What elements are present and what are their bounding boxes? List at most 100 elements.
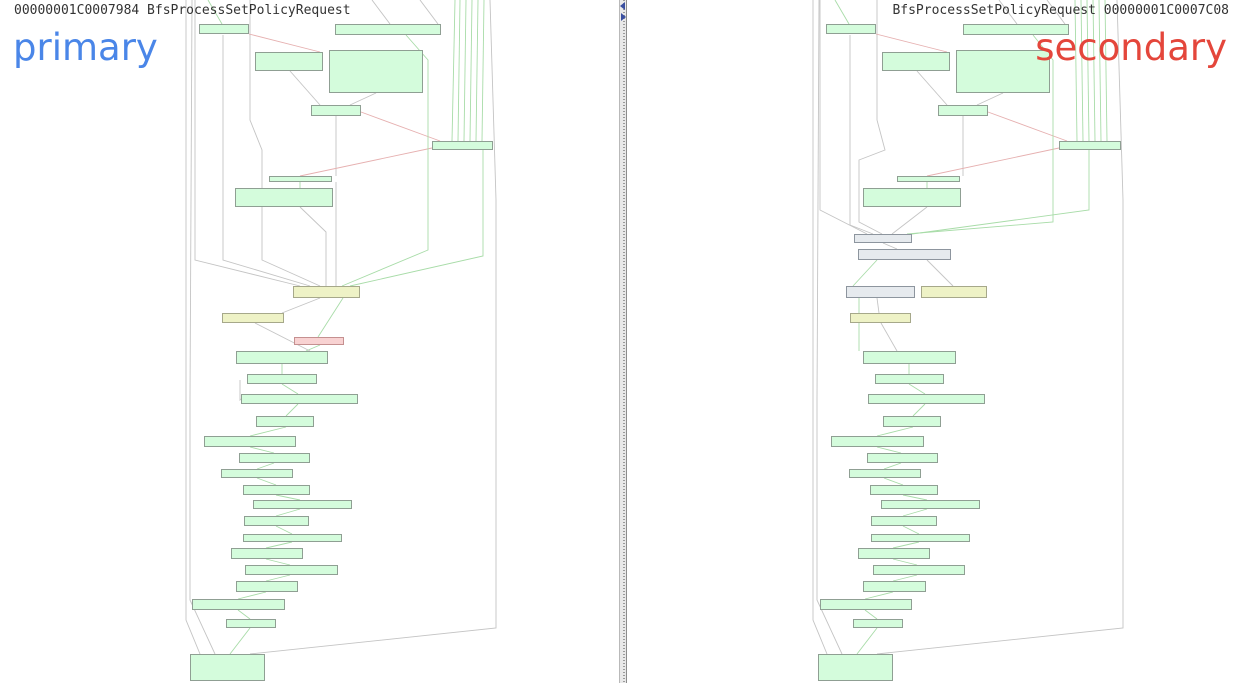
graph-edge [852, 259, 878, 287]
graph-edge [285, 403, 299, 417]
graph-node-block[interactable] [849, 469, 921, 478]
graph-node-block[interactable] [956, 50, 1050, 93]
graph-node-block[interactable] [236, 581, 298, 592]
graph-node-block[interactable] [1059, 141, 1121, 150]
graph-edge [248, 33, 321, 53]
secondary-label: secondary [1035, 26, 1227, 69]
graph-node-block[interactable] [897, 176, 960, 182]
graph-edge [254, 322, 311, 352]
graph-edge [275, 508, 301, 517]
graph-edge [902, 508, 928, 517]
graph-edge [371, 0, 391, 25]
graph-edge [892, 558, 918, 566]
graph-node-block[interactable] [293, 286, 360, 298]
graph-edge [902, 525, 920, 535]
graph-edge [1074, 0, 1078, 142]
graph-node-block[interactable] [963, 24, 1069, 35]
graph-edge [281, 383, 299, 395]
graph-edge [883, 477, 904, 486]
graph-edge [864, 591, 894, 600]
graph-edge [222, 35, 311, 287]
graph-edge [289, 70, 321, 106]
graph-node-block[interactable] [199, 24, 249, 34]
graph-edge [1086, 0, 1090, 142]
graph-edge [349, 92, 377, 106]
graph-edge [875, 33, 948, 53]
graph-node-block[interactable] [870, 485, 938, 495]
graph-node-block[interactable] [245, 565, 338, 575]
graph-node-block[interactable] [269, 176, 332, 182]
graph-node-block[interactable] [311, 105, 361, 116]
graph-node-block[interactable] [221, 469, 293, 478]
graph-edge [249, 426, 287, 437]
graph-node-block[interactable] [871, 534, 970, 542]
graph-node-block[interactable] [871, 516, 937, 526]
graph-node-block[interactable] [831, 436, 924, 447]
graph-node-block[interactable] [921, 286, 987, 298]
graph-node-block[interactable] [226, 619, 276, 628]
graph-node-block[interactable] [329, 50, 423, 93]
graph-edge [916, 70, 948, 106]
graph-edge [265, 574, 291, 582]
graph-node-block[interactable] [820, 599, 912, 610]
graph-node-block[interactable] [222, 313, 284, 323]
graph-edge [912, 403, 926, 417]
graph-edge [1046, 0, 1066, 25]
primary-edges [185, 0, 497, 655]
graph-node-block[interactable] [863, 351, 956, 364]
graph-node-block[interactable] [192, 599, 285, 610]
graph-node-block[interactable] [294, 337, 344, 345]
pane-splitter[interactable] [619, 0, 627, 683]
graph-node-block[interactable] [873, 565, 965, 575]
graph-edge [858, 0, 886, 235]
graph-node-block[interactable] [883, 416, 941, 427]
graph-node-block[interactable] [850, 313, 911, 323]
graph-node-block[interactable] [826, 24, 876, 34]
graph-node-block[interactable] [867, 453, 938, 463]
graph-node-block[interactable] [858, 249, 951, 260]
graph-edge [876, 446, 902, 454]
graph-node-block[interactable] [818, 654, 893, 681]
graph-edge [876, 426, 914, 437]
graph-node-block[interactable] [432, 141, 493, 150]
graph-node-block[interactable] [244, 516, 309, 526]
graph-node-block[interactable] [241, 394, 358, 404]
triangle-left-icon[interactable] [620, 2, 625, 10]
graph-node-block[interactable] [881, 500, 980, 509]
graph-node-block[interactable] [858, 548, 930, 559]
primary-graph-pane[interactable]: 00000001C0007984 BfsProcessSetPolicyRequ… [0, 0, 619, 683]
graph-node-block[interactable] [243, 485, 310, 495]
graph-node-block[interactable] [863, 188, 961, 207]
graph-node-block[interactable] [335, 24, 441, 35]
secondary-function-header: BfsProcessSetPolicyRequest 00000001C0007… [892, 3, 1229, 18]
graph-node-block[interactable] [253, 500, 352, 509]
graph-node-block[interactable] [863, 581, 926, 592]
graph-edge [249, 446, 275, 454]
graph-edge [902, 494, 928, 501]
graph-node-block[interactable] [255, 52, 323, 71]
graph-edge [360, 111, 441, 142]
graph-edge [882, 242, 898, 250]
graph-node-block[interactable] [853, 619, 903, 628]
secondary-graph-pane[interactable]: BfsProcessSetPolicyRequest 00000001C0007… [627, 0, 1235, 683]
graph-node-block[interactable] [231, 548, 303, 559]
graph-node-block[interactable] [243, 534, 342, 542]
graph-node-block[interactable] [190, 654, 265, 681]
graph-node-block[interactable] [204, 436, 296, 447]
graph-node-block[interactable] [875, 374, 944, 384]
graph-node-block[interactable] [882, 52, 950, 71]
graph-edge [341, 34, 429, 287]
triangle-right-icon[interactable] [621, 13, 626, 21]
graph-node-block[interactable] [256, 416, 314, 427]
graph-node-block[interactable] [235, 188, 333, 207]
graph-node-block[interactable] [854, 234, 912, 243]
graph-edge [265, 558, 291, 566]
graph-node-block[interactable] [236, 351, 328, 364]
graph-edge [880, 322, 898, 352]
graph-node-block[interactable] [239, 453, 310, 463]
graph-node-block[interactable] [868, 394, 985, 404]
graph-node-block[interactable] [938, 105, 988, 116]
graph-node-block[interactable] [247, 374, 317, 384]
graph-edge [1080, 0, 1084, 142]
graph-node-block[interactable] [846, 286, 915, 298]
